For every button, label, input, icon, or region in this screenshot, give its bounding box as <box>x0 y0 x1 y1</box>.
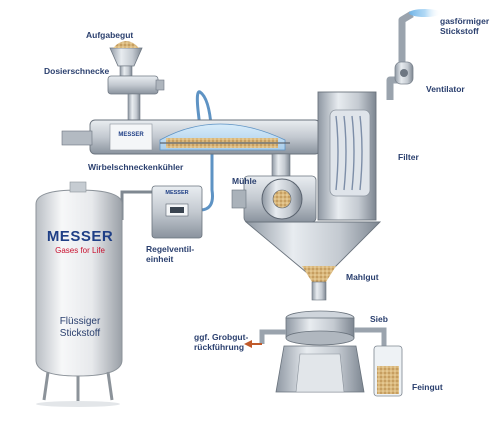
valve-brand-logo: MESSER <box>165 190 189 196</box>
label-ventilator: Ventilator <box>426 84 465 94</box>
label-regelventil: Regelventil- einheit <box>146 244 195 264</box>
tank-tagline: Gases for Life <box>55 246 105 255</box>
label-muehle: Mühle <box>232 176 257 186</box>
label-mahlgut: Mahlgut <box>346 272 379 282</box>
cooler-brand-logo: MESSER <box>118 132 144 138</box>
label-aufgabegut: Aufgabegut <box>86 30 134 40</box>
label-filter: Filter <box>398 152 419 162</box>
label-grobgut-rueckfuehrung: ggf. Grobgut- rückführung <box>194 332 249 352</box>
tank-brand-logo: MESSER <box>46 228 114 245</box>
label-dosierschnecke: Dosierschnecke <box>44 66 110 76</box>
tank-content-label: Flüssiger Stickstoff <box>59 316 101 339</box>
label-feingut: Feingut <box>412 382 443 392</box>
label-wirbelschneckenkuehler: Wirbelschneckenkühler <box>88 162 184 172</box>
label-sieb: Sieb <box>370 314 388 324</box>
label-gasfoermiger-stickstoff: gasförmiger Stickstoff <box>440 16 490 36</box>
